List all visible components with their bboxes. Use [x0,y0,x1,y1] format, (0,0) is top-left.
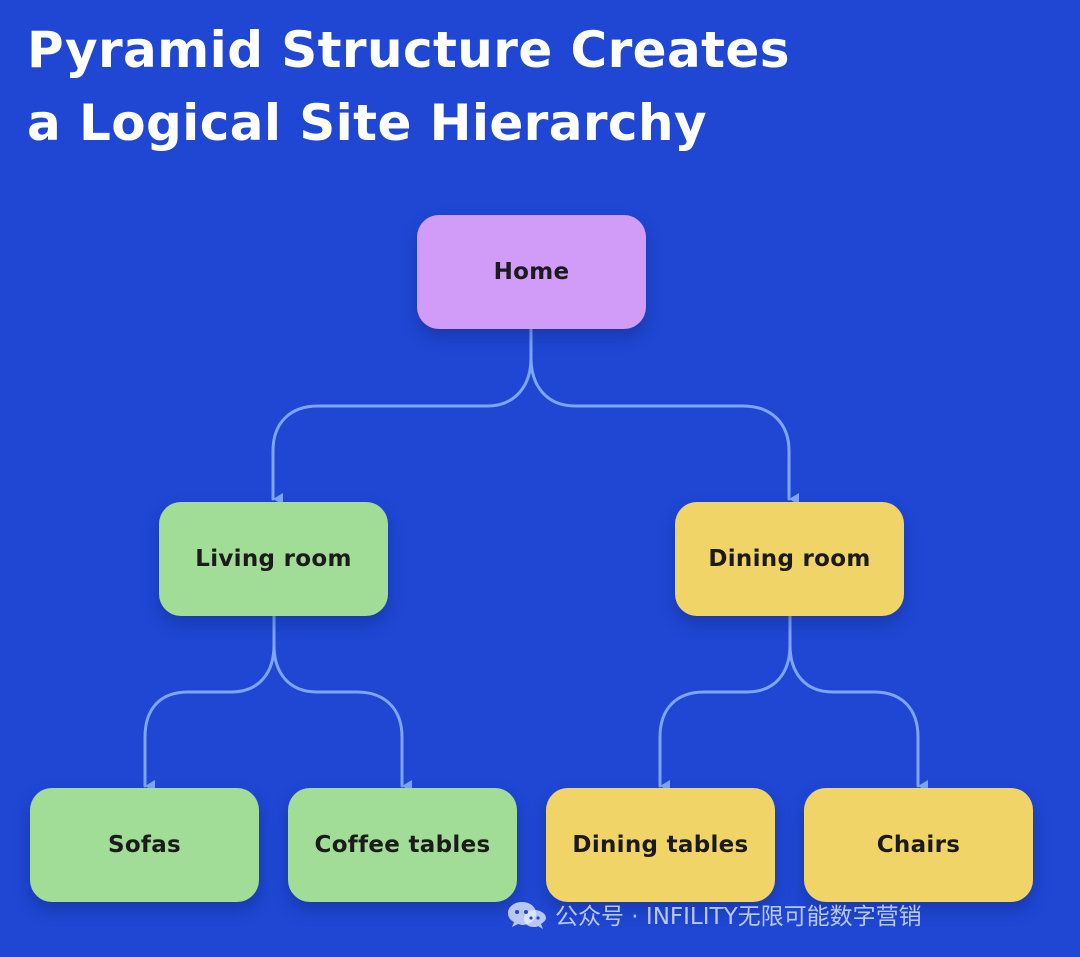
living-room-to-sofas-connector [143,615,276,792]
living-room-node-label: Living room [195,546,352,572]
wechat-watermark: 公众号 · INFILITY无限可能数字营销 [507,897,922,931]
home-node-label: Home [493,259,570,285]
dining-tables-node-label: Dining tables [572,832,749,858]
living-room-to-coffee-tables-connector [272,615,412,792]
sofas-node: Sofas [30,788,259,902]
living-room-node: Living room [159,502,388,616]
home-to-dining-room-connector [529,328,799,505]
title-line-1: Pyramid Structure Creates [27,21,790,79]
coffee-tables-node: Coffee tables [288,788,517,902]
coffee-tables-node-label: Coffee tables [314,832,491,858]
wechat-icon [508,902,546,929]
sofas-node-label: Sofas [107,832,182,858]
dining-tables-node: Dining tables [546,788,775,902]
chairs-node: Chairs [804,788,1033,902]
home-to-living-room-connector [271,328,533,505]
title-line-2: a Logical Site Hierarchy [27,94,707,152]
dining-room-to-dining-tables-connector [658,615,792,792]
chairs-node-label: Chairs [876,832,961,858]
dining-room-node: Dining room [675,502,904,616]
dining-room-to-chairs-connector [788,615,928,792]
dining-room-node-label: Dining room [708,546,871,572]
home-node: Home [417,215,646,329]
watermark-text: 公众号 · INFILITY无限可能数字营销 [555,904,922,930]
page-title: Pyramid Structure Creates a Logical Site… [27,14,987,160]
